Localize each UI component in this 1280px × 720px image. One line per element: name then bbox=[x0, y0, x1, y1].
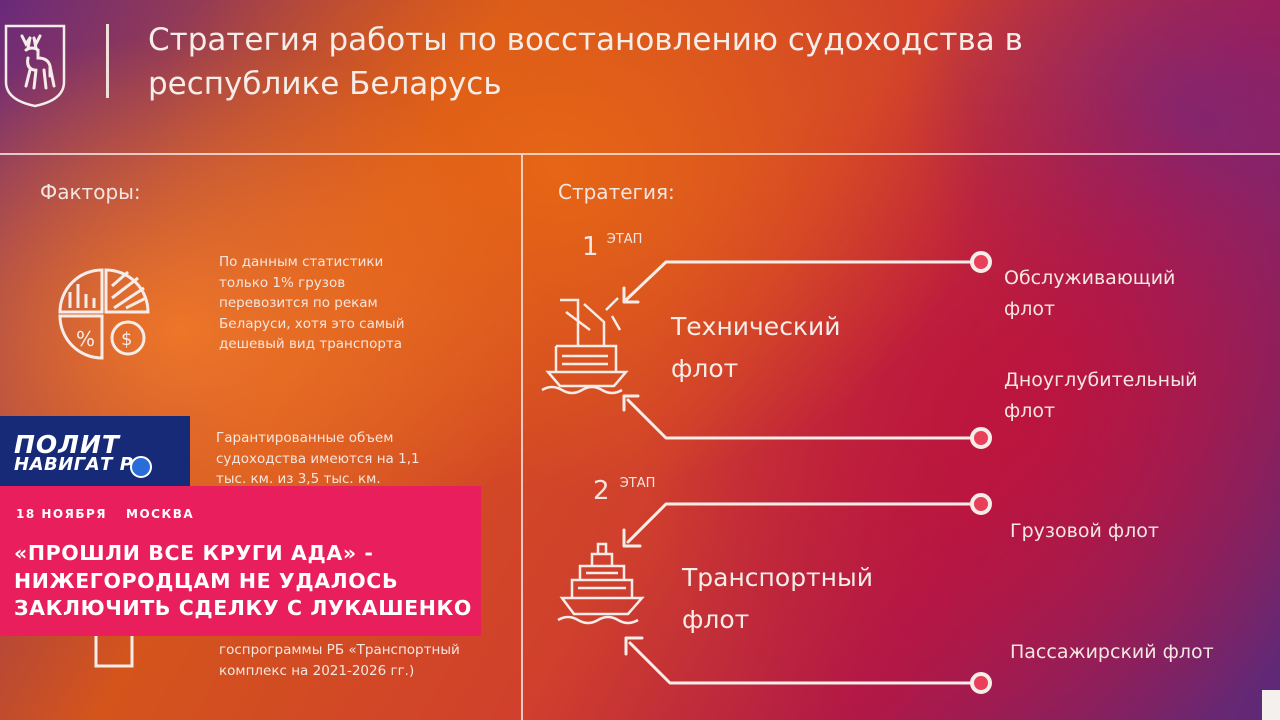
brand-name-top: ПОЛИТ bbox=[14, 430, 120, 459]
news-city: МОСКВА bbox=[126, 507, 195, 521]
globe-icon bbox=[130, 456, 152, 478]
dredger-ship-icon bbox=[541, 297, 629, 395]
connector-line bbox=[624, 260, 980, 302]
branch-line: флот bbox=[1004, 298, 1056, 320]
title-line-1: Стратегия работы по восстановлению судох… bbox=[148, 22, 1023, 58]
brand-name-bottom: НАВИГАТ Р bbox=[14, 454, 134, 475]
fleet-line: флот bbox=[682, 605, 750, 634]
connector-line bbox=[626, 398, 980, 440]
factor-line: комплекс на 2021-2026 гг.) bbox=[219, 662, 415, 679]
fleet-line: Технический bbox=[671, 312, 841, 341]
service-fleet-label: Обслуживающий флот bbox=[1004, 263, 1175, 325]
document-icon bbox=[94, 630, 134, 668]
passenger-fleet-label: Пассажирский флот bbox=[1010, 637, 1214, 668]
cargo-fleet-label: Грузовой флот bbox=[1010, 516, 1159, 547]
branch-dot bbox=[970, 493, 992, 515]
headline-line: ЗАКЛЮЧИТЬ СДЕЛКУ С ЛУКАШЕНКО bbox=[14, 596, 472, 620]
title-line-2: республике Беларусь bbox=[148, 66, 502, 102]
factor-line: Гарантированные объем bbox=[216, 430, 394, 446]
technical-fleet-title: Технический флот bbox=[671, 306, 841, 390]
factor-line: Беларуси, хотя это самый bbox=[219, 315, 405, 332]
news-banner bbox=[0, 486, 481, 636]
factor-line: дешевый вид транспорта bbox=[219, 336, 403, 352]
news-date: 18 НОЯБРЯ bbox=[16, 507, 108, 521]
headline-line: НИЖЕГОРОДЦАМ НЕ УДАЛОСЬ bbox=[14, 568, 399, 593]
svg-text:%: % bbox=[76, 327, 95, 351]
branch-dot bbox=[970, 251, 992, 273]
factors-heading: Факторы: bbox=[40, 180, 141, 204]
fleet-line: флот bbox=[671, 354, 739, 383]
stage-1-label: 1 ЭТАП bbox=[582, 232, 642, 262]
branch-line: Дноуглубительный bbox=[1004, 369, 1198, 391]
corner-overlay bbox=[1262, 690, 1280, 720]
factor-line: только 1% грузов bbox=[219, 274, 346, 291]
connector-line bbox=[626, 502, 980, 544]
branch-line: флот bbox=[1004, 400, 1056, 422]
dredging-fleet-label: Дноуглубительный флот bbox=[1004, 365, 1197, 427]
branch-line: Обслуживающий bbox=[1004, 267, 1176, 289]
stage-number: 2 bbox=[593, 476, 610, 506]
stage-word: ЭТАП bbox=[606, 232, 643, 247]
stage-word: ЭТАП bbox=[619, 476, 656, 491]
connector-line bbox=[628, 641, 980, 685]
arrow-head bbox=[622, 286, 640, 304]
column-divider bbox=[521, 155, 523, 720]
branch-dot bbox=[970, 672, 992, 694]
factor-line: По данным статистики bbox=[219, 254, 384, 270]
svg-text:$: $ bbox=[121, 329, 132, 350]
news-headline: «ПРОШЛИ ВСЕ КРУГИ АДА» - НИЖЕГОРОДЦАМ НЕ… bbox=[14, 540, 474, 623]
transport-fleet-title: Транспортный флот bbox=[682, 557, 873, 641]
branch-line: Грузовой флот bbox=[1010, 520, 1159, 542]
arrow-head bbox=[624, 636, 644, 656]
branch-line: Пассажирский флот bbox=[1010, 641, 1214, 663]
slide-title: Стратегия работы по восстановлению судох… bbox=[148, 18, 1068, 106]
brand-logo-box bbox=[0, 416, 190, 486]
coat-of-arms-logo bbox=[4, 24, 66, 108]
headline-line: «ПРОШЛИ ВСЕ КРУГИ АДА» - bbox=[14, 541, 374, 565]
factor-line: тыс. км. из 3,5 тыс. км. bbox=[216, 471, 381, 487]
header-divider bbox=[0, 153, 1280, 155]
factor-text-2: Гарантированные объем судоходства имеютс… bbox=[216, 428, 420, 490]
arrow-head bbox=[622, 394, 640, 412]
factor-line: судоходства имеются на 1,1 bbox=[216, 450, 420, 467]
stage-number: 1 bbox=[582, 232, 599, 262]
statistics-pie-icon: % $ bbox=[58, 268, 150, 360]
arrow-head bbox=[622, 528, 642, 548]
stage-2-label: 2 ЭТАП bbox=[593, 476, 655, 506]
branch-dot bbox=[970, 427, 992, 449]
passenger-ship-icon bbox=[557, 542, 645, 625]
factor-text-3: госпрограммы РБ «Транспортный комплекс н… bbox=[219, 640, 460, 681]
fleet-line: Транспортный bbox=[682, 563, 873, 592]
factor-line: госпрограммы РБ «Транспортный bbox=[219, 642, 460, 658]
title-separator bbox=[106, 24, 109, 98]
strategy-heading: Стратегия: bbox=[558, 180, 675, 204]
factor-line: перевозится по рекам bbox=[219, 295, 378, 311]
factor-text-1: По данным статистики только 1% грузов пе… bbox=[219, 252, 404, 355]
